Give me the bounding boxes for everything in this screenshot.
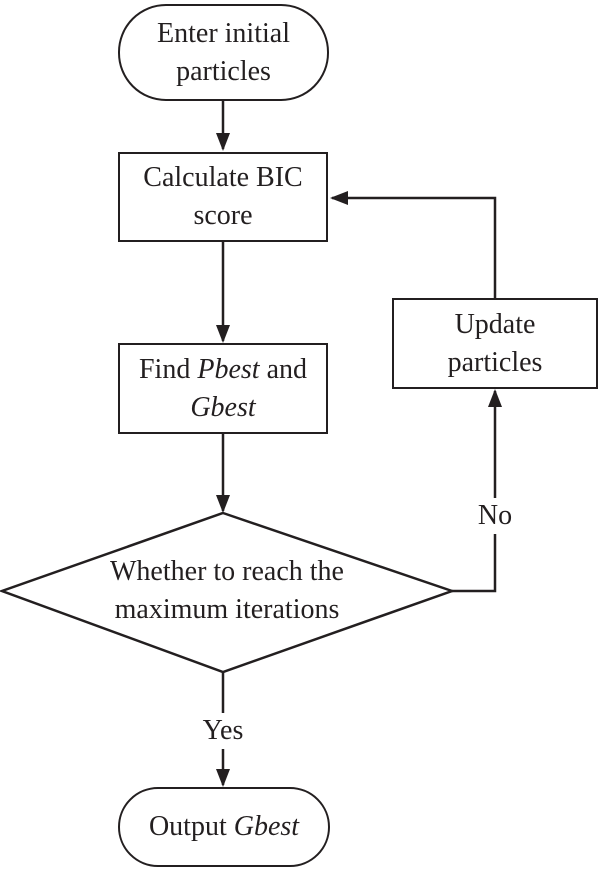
decision-line1: Whether to reach the [110,556,344,587]
node-update-line1: Update [454,308,536,340]
node-find-line2: Gbest [190,391,256,423]
node-calculate-line2: score [193,200,253,231]
node-output-line1: Output Gbest [148,811,300,842]
node-update-line2: particles [447,346,543,378]
edge-label-no: No [470,498,520,534]
node-enter-line2: particles [176,55,271,87]
node-enter-particles: Enter initial particles [118,4,329,101]
arrow-update-to-calculate [330,191,497,299]
arrow-decision-to-update-no [449,389,502,593]
decision-line2: maximum iterations [114,594,340,625]
edge-label-yes: Yes [195,713,251,749]
node-update-particles: Update particles [392,298,598,389]
node-find-line1: Find Pbest and [138,353,307,385]
node-enter-line1: Enter initial [157,17,290,49]
node-calculate-bic: Calculate BIC score [118,152,328,242]
node-output-gbest: Output Gbest [118,787,330,867]
node-find-pbest-gbest: Find Pbest and Gbest [118,343,328,434]
node-calculate-line1: Calculate BIC [143,162,303,193]
decision-text: Whether to reach the maximum iterations [62,553,392,629]
